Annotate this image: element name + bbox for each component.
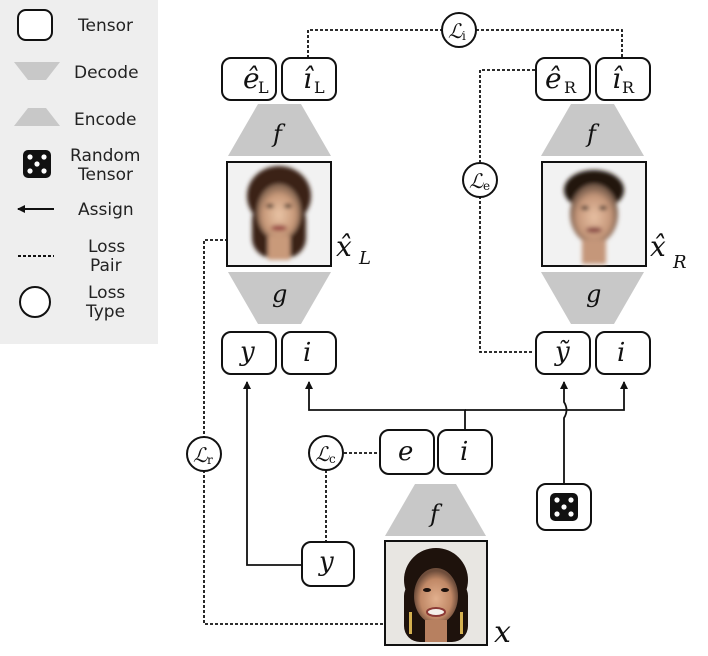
loss-r-lower-dashed-line xyxy=(203,470,386,625)
input-branch: e i f x y xyxy=(301,429,592,650)
random-tensor-legend-icon xyxy=(23,150,51,178)
right-encoder-f xyxy=(541,104,644,156)
loss-r-sub: r xyxy=(207,453,213,467)
tensor-legend-icon xyxy=(17,9,53,41)
input-x-label: x xyxy=(494,615,511,650)
right-decoder-g-label: g xyxy=(586,280,601,308)
encode-legend-icon xyxy=(14,108,60,126)
legend-loss-type-label-1: Loss xyxy=(88,283,125,303)
loss-r-node: ℒ r xyxy=(186,436,222,472)
right-x-hat-label: x̂ xyxy=(650,230,666,263)
legend: Tensor Decode Encode Random Tensor Assig… xyxy=(0,0,158,344)
loss-r-upper-dashed-line xyxy=(203,239,228,437)
right-e-hat-label: ê xyxy=(545,62,562,95)
decode-legend-icon xyxy=(14,62,60,80)
legend-assign-label: Assign xyxy=(78,200,134,220)
loss-e-lower-dashed-line xyxy=(479,196,534,353)
right-decoder-g xyxy=(541,272,644,324)
left-i-label: i xyxy=(303,338,311,368)
loss-e-symbol: ℒ xyxy=(469,169,484,193)
random-tensor-dice-icon xyxy=(536,483,592,531)
loss-r-symbol: ℒ xyxy=(193,443,208,467)
assign-arrow-y-to-left-y xyxy=(243,381,302,566)
left-generated-face-image xyxy=(226,161,332,267)
input-i-label: i xyxy=(460,437,468,467)
input-y-tensor xyxy=(301,541,355,587)
loss-i-sub: i xyxy=(462,29,466,43)
left-e-hat-tensor xyxy=(221,57,277,101)
left-i-hat-sub: L xyxy=(314,78,325,97)
legend-encode-label: Encode xyxy=(74,110,137,130)
right-generated-face-image xyxy=(541,161,647,267)
loss-i-symbol: ℒ xyxy=(448,19,463,43)
left-e-hat-label: ê xyxy=(243,62,260,95)
legend-loss-pair-label-1: Loss xyxy=(88,237,125,257)
right-i-hat-sub: R xyxy=(622,78,635,97)
legend-decode-label: Decode xyxy=(74,63,139,83)
loss-e-upper-dashed-line xyxy=(479,69,540,162)
right-i-tensor xyxy=(595,331,651,375)
right-y-tilde-label: ỹ xyxy=(554,337,570,367)
left-i-hat-label: î xyxy=(303,62,314,95)
assign-arrow-random-to-y-tilde xyxy=(560,381,568,484)
left-i-tensor xyxy=(281,331,337,375)
right-i-hat-label: î xyxy=(612,62,623,95)
legend-random-tensor-label-1: Random xyxy=(70,146,140,166)
loss-type-legend-icon xyxy=(19,286,51,318)
right-e-hat-tensor xyxy=(535,57,591,101)
input-e-label: e xyxy=(398,437,413,467)
input-y-label: y xyxy=(318,547,334,577)
left-i-hat-tensor xyxy=(281,57,337,101)
legend-tensor-label: Tensor xyxy=(77,16,133,36)
left-y-tensor xyxy=(221,331,277,375)
input-face-image xyxy=(384,540,488,646)
loss-c-sub: c xyxy=(329,452,336,466)
left-e-hat-sub: L xyxy=(258,78,269,97)
legend-random-tensor-label-2: Tensor xyxy=(77,165,133,185)
left-branch: ê L î L f x̂ L g y i xyxy=(221,57,371,375)
input-e-tensor xyxy=(379,429,435,475)
loss-c-node: ℒ c xyxy=(308,435,344,471)
legend-loss-pair-label-2: Pair xyxy=(90,256,122,276)
input-encoder-f xyxy=(385,484,486,536)
right-x-hat-sub: R xyxy=(672,252,687,273)
loss-e-sub: e xyxy=(483,179,490,193)
right-i-label: i xyxy=(617,338,625,368)
assign-arrow-i-to-right-i xyxy=(465,381,628,411)
loss-i-node: ℒ i xyxy=(441,12,477,48)
input-i-tensor xyxy=(437,429,493,475)
left-x-hat-label: x̂ xyxy=(336,230,352,263)
right-e-hat-sub: R xyxy=(564,78,577,97)
left-encoder-f xyxy=(228,104,331,156)
left-y-label: y xyxy=(239,337,255,367)
right-i-hat-tensor xyxy=(595,57,651,101)
loss-circles: ℒ i ℒ e ℒ r ℒ c xyxy=(186,12,498,472)
loss-i-right-dashed-line xyxy=(476,29,623,58)
left-x-hat-sub: L xyxy=(358,248,371,269)
connectors xyxy=(203,29,628,625)
left-decoder-g xyxy=(228,272,331,324)
assign-arrow-i-to-left-i xyxy=(305,381,466,430)
legend-loss-type-label-2: Type xyxy=(85,302,125,322)
right-branch: ê R î R f x̂ R g ỹ i xyxy=(535,57,687,375)
loss-i-left-dashed-line xyxy=(307,29,442,58)
right-y-tilde-tensor xyxy=(535,331,591,375)
loss-e-node: ℒ e xyxy=(462,162,498,198)
loss-c-symbol: ℒ xyxy=(315,442,330,466)
left-decoder-g-label: g xyxy=(272,280,287,308)
